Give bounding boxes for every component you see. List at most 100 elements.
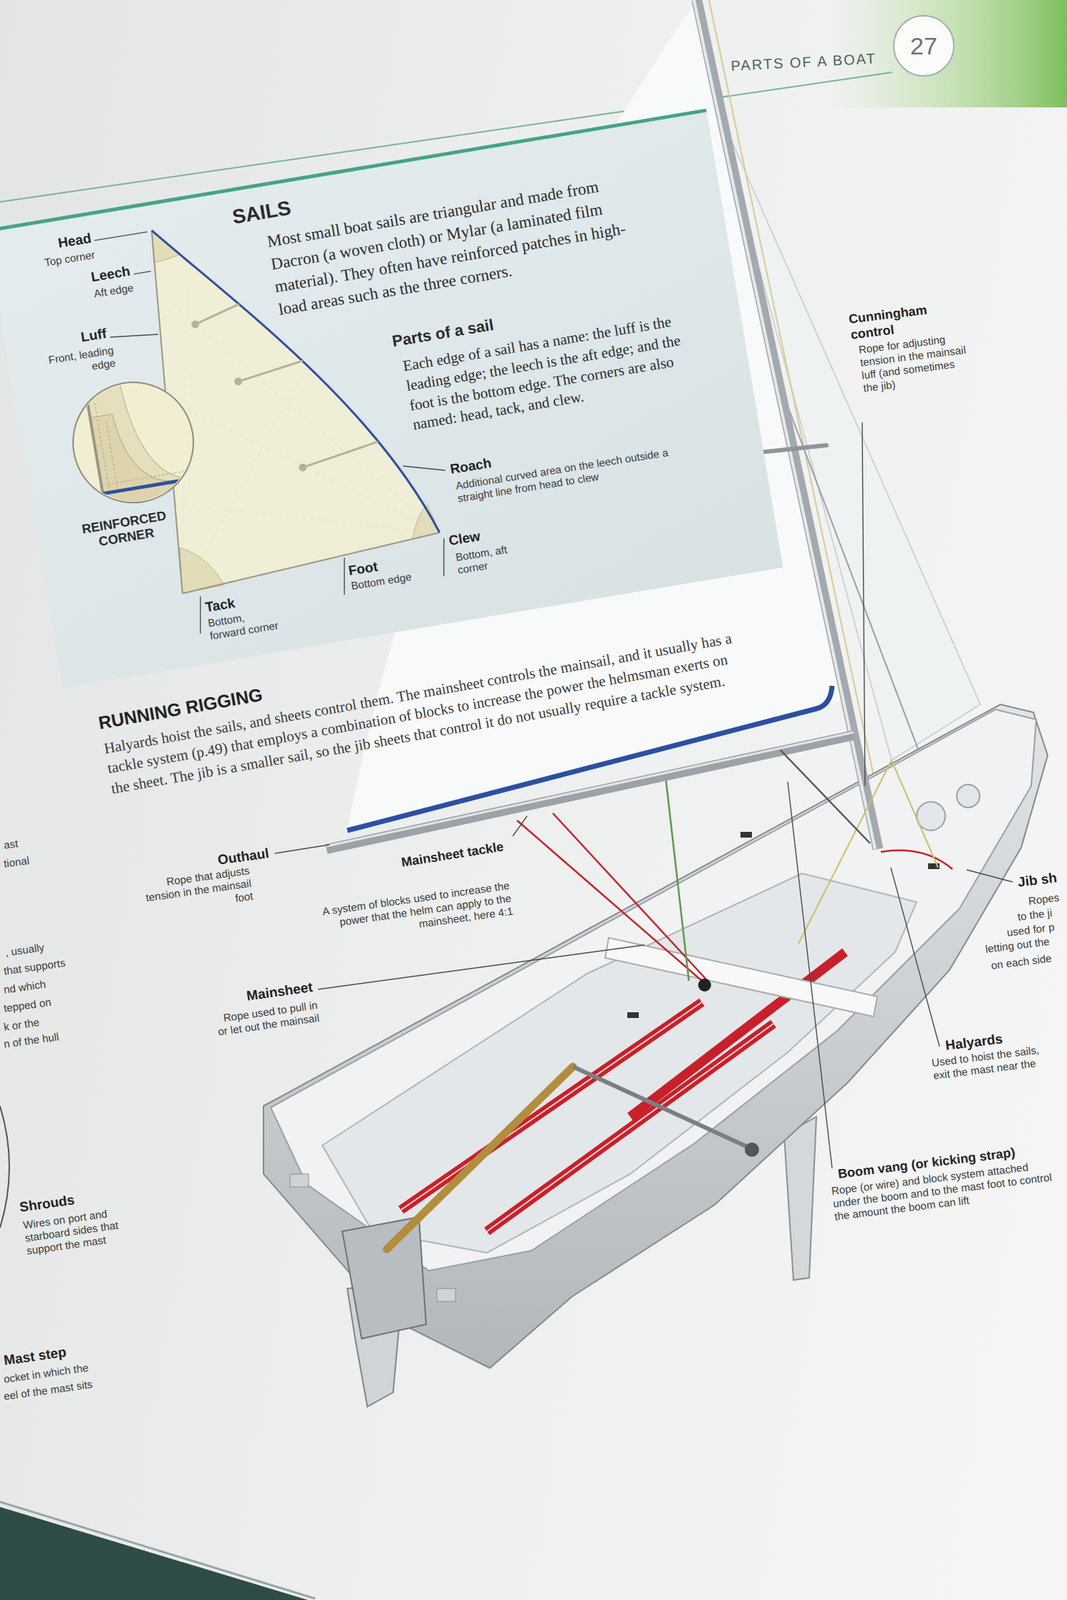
reinforced-corner-detail xyxy=(94,390,186,493)
jib-sheets xyxy=(798,760,939,944)
tiller-extension xyxy=(744,1142,760,1158)
mainsheet-rope xyxy=(517,780,953,992)
part-description: Rope for adjusting tension in the mainsa… xyxy=(857,330,972,396)
part-name: Mainsheet tackle xyxy=(400,839,505,871)
hull xyxy=(263,704,1048,1369)
battens xyxy=(238,360,303,382)
spreader xyxy=(759,445,827,453)
mainsheet-rope xyxy=(665,780,689,982)
reinforced-corner-detail xyxy=(64,373,202,511)
rudder-head xyxy=(342,1217,427,1340)
sail-leader-lines xyxy=(133,271,152,275)
thwart xyxy=(605,938,878,1017)
corner-patches xyxy=(179,547,225,594)
sail-leader-lines xyxy=(110,334,159,338)
centreboard xyxy=(784,1117,817,1281)
part-description: n of the hull xyxy=(2,1030,60,1052)
foredeck-hatches xyxy=(956,784,980,808)
sail-edges xyxy=(182,532,440,594)
leader-lines xyxy=(966,870,1013,883)
leader-lines xyxy=(890,867,940,1047)
page-number-disc xyxy=(893,15,954,76)
part-description: tepped on xyxy=(2,996,53,1016)
boom-vang xyxy=(780,750,871,844)
sail-leader-lines xyxy=(199,596,201,634)
toe-straps xyxy=(486,1024,774,1232)
cleats xyxy=(627,832,940,1019)
hull xyxy=(263,704,1048,1369)
part-name: Jib sh xyxy=(1016,870,1058,891)
reinforced-corner-detail xyxy=(64,373,202,511)
part-description: A system of blocks used to increase the … xyxy=(317,879,515,945)
part-description: Rope that adjusts tension in the mainsai… xyxy=(141,864,254,918)
part-description: Rope used to pull in or let out the main… xyxy=(212,998,321,1040)
mainsheet-rope xyxy=(698,978,712,992)
cleats xyxy=(740,832,752,838)
cut-off-inset-circle xyxy=(0,1106,10,1229)
spreader xyxy=(759,445,827,453)
sail-leader-lines xyxy=(403,466,446,471)
rudder-head xyxy=(342,1217,427,1340)
reinforced-corner-detail xyxy=(64,373,202,511)
reinforced-corner-detail xyxy=(95,477,200,495)
cockpit xyxy=(322,873,917,1254)
part-description: ast xyxy=(2,837,19,853)
tiller-extension xyxy=(572,1067,760,1158)
boom xyxy=(326,732,854,847)
leader-lines xyxy=(787,781,833,1169)
panel-heading: SAILS xyxy=(230,195,293,230)
battens xyxy=(302,441,379,468)
sail-leader-lines xyxy=(94,232,148,241)
leader-lines xyxy=(512,816,528,837)
transom-fittings xyxy=(436,1288,456,1302)
battens xyxy=(300,464,306,471)
leader-lines xyxy=(317,945,645,990)
thwart xyxy=(605,938,878,1017)
part-description: nd which xyxy=(2,978,47,997)
battens xyxy=(195,304,240,325)
centreboard xyxy=(784,1117,817,1281)
cleats xyxy=(627,1012,639,1019)
part-description: k or the xyxy=(2,1016,41,1035)
tiller-extension xyxy=(572,1067,751,1149)
transom-fittings xyxy=(290,1174,309,1188)
battens xyxy=(192,321,199,328)
reinforced-corner-detail xyxy=(105,422,118,490)
cockpit xyxy=(322,873,917,1254)
tiller xyxy=(386,1067,573,1250)
reinforced-corner-detail xyxy=(85,373,202,508)
tiller xyxy=(386,1067,573,1250)
battens xyxy=(192,304,379,471)
part-description: tional xyxy=(2,854,31,871)
part-description: , usually xyxy=(4,940,46,959)
reinforced-corner-detail xyxy=(94,403,110,493)
page-number: 27 xyxy=(895,31,953,61)
sail-leader-lines xyxy=(443,538,444,577)
mainsheet-rope xyxy=(880,850,953,870)
page-number-disc xyxy=(893,15,954,76)
part-description: on each side xyxy=(990,952,1053,973)
panel-body: Most small boat sails are triangular and… xyxy=(265,169,649,321)
boom xyxy=(326,735,854,850)
mainsheet-rope xyxy=(552,813,708,982)
book-cover xyxy=(0,1507,308,1600)
leader-lines xyxy=(862,422,866,787)
book-cover xyxy=(0,1502,316,1600)
jib-sheets xyxy=(798,760,892,944)
part-description: Ropes xyxy=(1027,891,1060,909)
cut-off-inset-circle xyxy=(0,1106,10,1229)
jib-sheets xyxy=(891,760,939,868)
reinforced-corner-detail xyxy=(85,390,105,508)
boom-vang xyxy=(780,750,871,844)
toe-straps xyxy=(486,1024,774,1232)
battens xyxy=(235,378,242,385)
circle-caption: REINFORCED CORNER xyxy=(73,507,177,555)
sail-leader-lines xyxy=(343,557,345,596)
reinforced-corner-circle: REINFORCED CORNER xyxy=(63,372,204,513)
book-cover xyxy=(0,1502,316,1600)
part-description: that supports xyxy=(2,956,66,979)
foredeck-hatches xyxy=(916,784,980,831)
foredeck-hatches xyxy=(916,802,946,831)
boom xyxy=(326,732,854,850)
